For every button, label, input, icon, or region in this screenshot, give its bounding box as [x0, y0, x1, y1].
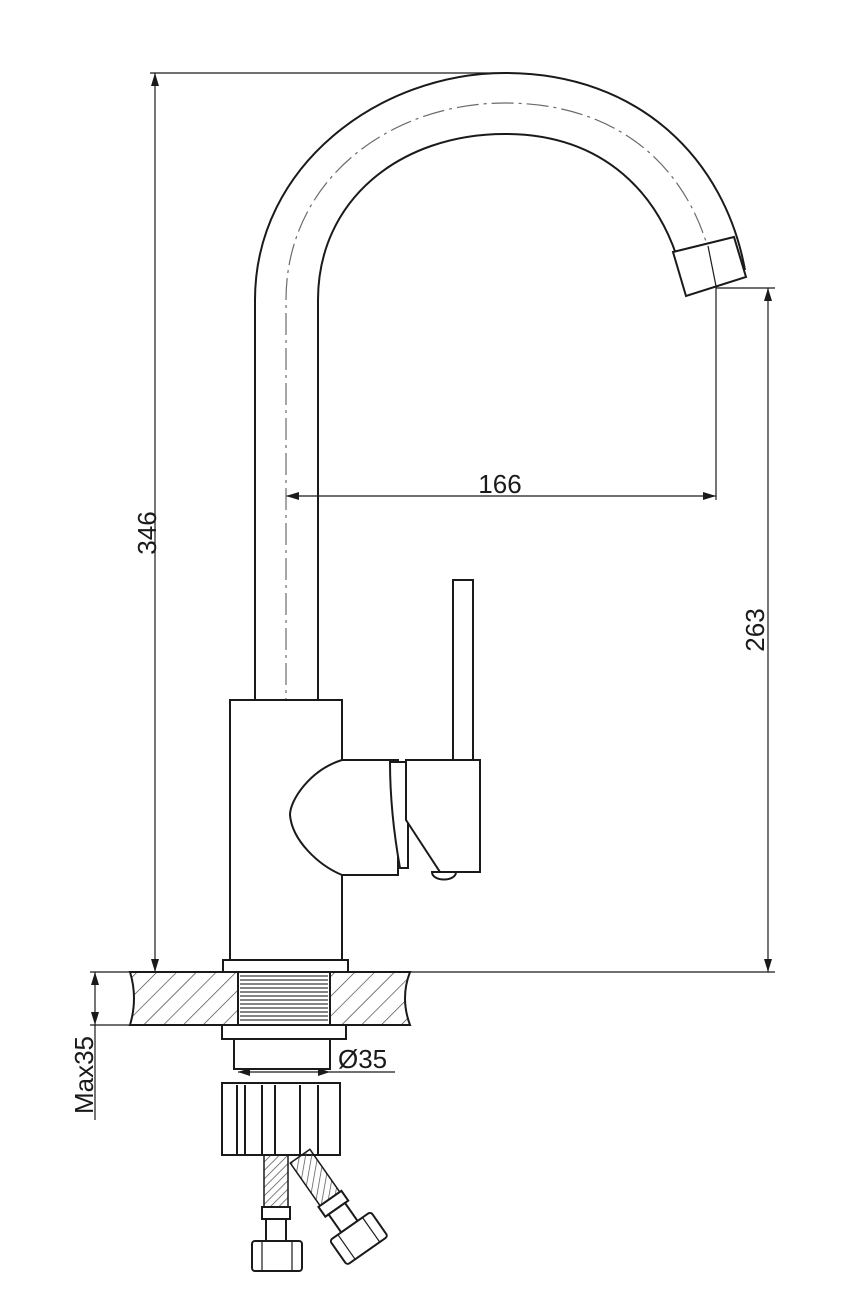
- max-thickness-label: Max35: [69, 1036, 99, 1114]
- dimension-max-thickness: Max35: [69, 971, 135, 1120]
- hole-diameter-label: Ø35: [338, 1044, 387, 1074]
- dimension-total-height: 346: [132, 72, 505, 972]
- fixing-nut: [221, 1082, 341, 1156]
- countertop-section: [128, 971, 412, 1026]
- mounting-nut: [221, 1024, 347, 1070]
- threaded-shank: [237, 971, 331, 1026]
- spout: [254, 71, 748, 1000]
- spout-height-label: 263: [740, 608, 770, 651]
- supply-hoses: [251, 1148, 388, 1272]
- dimension-spout-height: 263: [716, 287, 775, 972]
- dimension-spout-reach: 166: [286, 282, 717, 500]
- handle-lever: [452, 579, 474, 761]
- spout-reach-label: 166: [478, 469, 521, 499]
- base-ring: [222, 959, 349, 973]
- dimension-hole-diameter: Ø35: [238, 1044, 395, 1076]
- faucet-body: [229, 699, 481, 961]
- total-height-label: 346: [132, 511, 162, 554]
